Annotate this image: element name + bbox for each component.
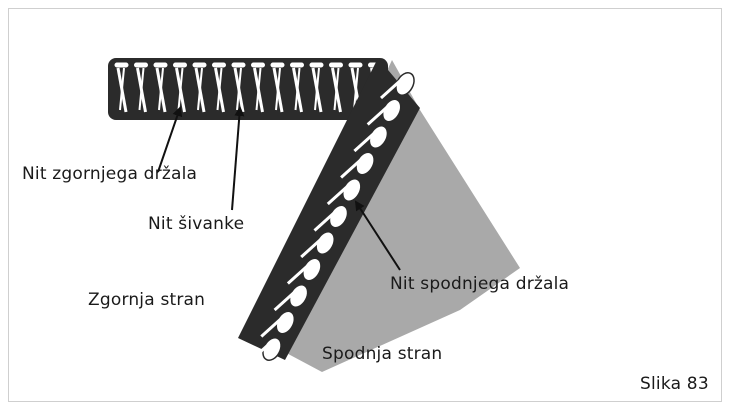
- figure-frame: [8, 8, 722, 402]
- stitch-thread: [260, 317, 283, 338]
- horizontal-seam: [108, 58, 388, 120]
- stitch-loop-top: [152, 61, 169, 69]
- stitch-thread: [255, 67, 262, 111]
- stitch-thread: [326, 184, 349, 206]
- stitch-loop-top: [191, 61, 208, 69]
- stitch-thread: [138, 67, 145, 111]
- pointer-needle-thread: [231, 106, 245, 211]
- stitch-thread: [197, 67, 203, 111]
- stitch-loop-edge: [342, 178, 362, 202]
- stitch-loop-edge: [302, 257, 322, 282]
- stitch-thread: [286, 264, 309, 285]
- stitch-loop-edge: [288, 284, 309, 308]
- fabric-underside: [262, 60, 520, 372]
- stitch-loop-top: [230, 61, 247, 69]
- stitch-loop-top: [289, 61, 305, 69]
- stitch-thread: [333, 67, 340, 111]
- stitch-loop-top: [133, 61, 149, 69]
- diagonal-seam: [238, 58, 420, 365]
- stitch-thread: [246, 343, 270, 365]
- stitch-loop-edge: [355, 151, 375, 176]
- stitch-loop-top: [308, 61, 325, 69]
- label-lower-thread: Nit spodnjega držala: [390, 274, 570, 294]
- figure-caption: Slika 83: [640, 374, 709, 394]
- stitch-loop-top: [328, 61, 344, 69]
- stitch-thread: [158, 67, 164, 111]
- stitch-thread: [275, 67, 281, 111]
- stitch-loop-edge: [328, 204, 349, 229]
- stitch-thread: [216, 67, 223, 111]
- stitch-thread: [353, 67, 359, 111]
- horizontal-stitches: [113, 61, 383, 113]
- label-bottom-side: Spodnja stran: [322, 344, 443, 364]
- stitch-thread: [294, 67, 301, 111]
- stitch-loop-edge: [315, 231, 335, 255]
- stitch-thread: [177, 67, 184, 111]
- stitch-thread: [379, 78, 403, 100]
- stitch-thread: [119, 67, 125, 111]
- stitch-thread: [236, 67, 242, 111]
- pointer-upper-thread: [157, 106, 183, 173]
- stitch-thread: [273, 290, 296, 312]
- stitch-thread: [340, 158, 363, 179]
- stitch-loop-edge: [262, 337, 282, 361]
- stitch-thread: [313, 211, 336, 232]
- stitch-loop-top: [250, 61, 266, 69]
- stitch-thread: [366, 105, 389, 126]
- stitch-loop-top: [347, 61, 364, 69]
- label-needle-thread: Nit šivanke: [148, 214, 245, 234]
- stitch-loop-edge: [395, 72, 415, 96]
- stitch-loop-edge: [275, 310, 296, 335]
- stitch-thread: [300, 237, 323, 259]
- stitch-thread: [353, 131, 376, 153]
- stitch-loop-top: [113, 61, 130, 69]
- label-top-side: Zgornja stran: [88, 290, 206, 310]
- diagonal-stitches: [246, 72, 415, 365]
- stitch-loop-top: [172, 61, 188, 69]
- label-upper-thread: Nit zgornjega držala: [22, 164, 198, 184]
- stitch-loop-top: [269, 61, 286, 69]
- pointer-lower-thread: [354, 200, 401, 271]
- stitch-loop-edge: [381, 98, 402, 123]
- stitch-thread: [314, 67, 320, 111]
- stitch-loop-edge: [368, 125, 389, 149]
- stitch-loop-top: [211, 61, 227, 69]
